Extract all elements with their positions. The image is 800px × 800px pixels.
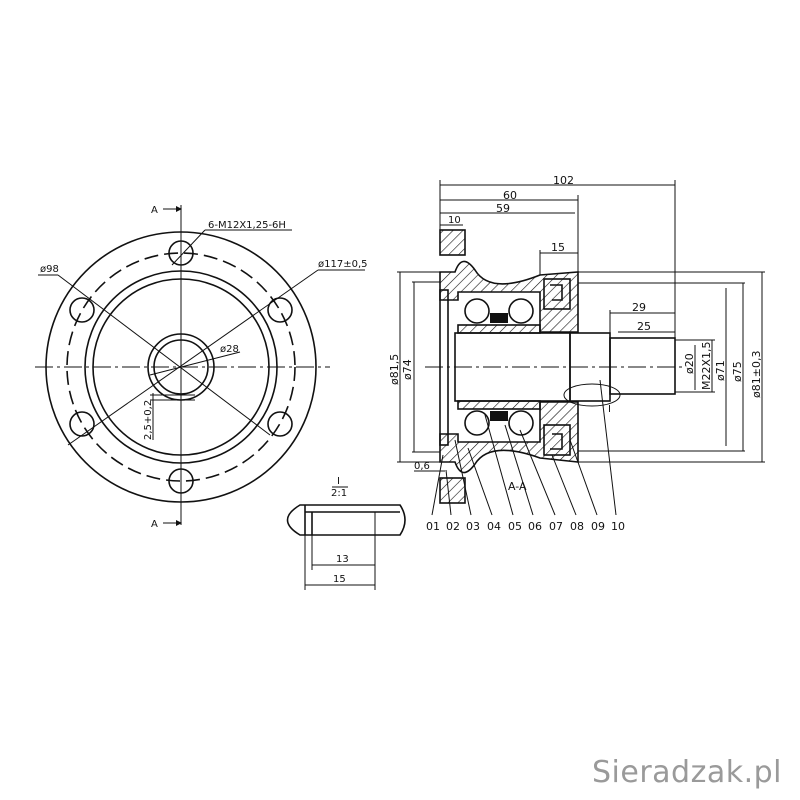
section-title: A-A	[508, 480, 527, 493]
shaft-stub	[609, 337, 676, 395]
dia-28-label: ø28	[220, 344, 239, 355]
seal-lip	[550, 433, 563, 450]
dim-60-label: 60	[503, 189, 517, 202]
part-number: 08	[570, 520, 584, 533]
cage	[490, 411, 508, 421]
flange-top	[439, 229, 466, 256]
watermark: Sieradzak.pl	[591, 755, 782, 790]
dia-98-label: ø98	[40, 264, 59, 275]
leader-dia-98	[57, 274, 271, 436]
flange-bottom	[439, 477, 466, 504]
cage	[490, 313, 508, 323]
dim-13-label: 13	[336, 554, 349, 565]
detail-scale: 2:1	[331, 488, 347, 499]
section-marker-top: A	[151, 205, 158, 216]
section-view: I 102 60 59 10 15 29 25 0,6 ø81,5 ø74	[388, 174, 765, 533]
bolt-circle	[66, 252, 296, 482]
bolt-holes	[69, 240, 293, 494]
ball-bearing	[508, 410, 534, 436]
bolt-hole	[267, 297, 293, 323]
part-number: 05	[508, 520, 522, 533]
section-marker-bottom: A	[151, 519, 158, 530]
dia-71-label: ø71	[714, 360, 727, 381]
leader-thread	[171, 229, 206, 266]
bolt-hole	[168, 240, 194, 266]
part-leaders	[431, 379, 617, 516]
cap-plate	[439, 289, 449, 446]
dim-10-label: 10	[448, 215, 461, 226]
dia-20-label: ø20	[683, 353, 696, 374]
dim-102-label: 102	[553, 174, 574, 187]
detail-label: I	[337, 476, 340, 487]
leader-dia-28	[149, 351, 241, 376]
dia-815-label: ø81,5	[388, 354, 401, 385]
seal-top	[543, 278, 571, 310]
leader-dia-117	[67, 269, 319, 446]
hub-ring-outer	[84, 270, 278, 464]
dim-15-label: 15	[551, 241, 565, 254]
part-number: 01	[426, 520, 440, 533]
bore-inner	[153, 339, 209, 395]
dim-25-label: 25	[637, 320, 651, 333]
dia-74-label: ø74	[401, 359, 414, 380]
bolt-hole	[69, 411, 95, 437]
inner-ring-top	[457, 324, 541, 334]
flange-outer-circle	[45, 231, 317, 503]
inner-ring-bottom	[457, 400, 541, 410]
detail-circle-marker	[563, 383, 621, 407]
dim-06-label: 0,6	[414, 461, 430, 472]
part-number: 03	[466, 520, 480, 533]
ball-bearing	[464, 410, 490, 436]
part-number: 04	[487, 520, 501, 533]
hub-ring-inner	[92, 278, 270, 456]
detail-view: I 2:1 13 15	[286, 476, 406, 590]
bolt-hole	[168, 468, 194, 494]
ball-bearing	[464, 298, 490, 324]
thread-m22-label: M22X1,5	[700, 341, 713, 390]
dim-59-label: 59	[496, 202, 510, 215]
seal-lip	[550, 284, 563, 301]
bolt-hole	[69, 297, 95, 323]
housing-top	[439, 260, 579, 333]
tolerance-25-label: 2,5+0,2	[143, 400, 154, 440]
part-number: 07	[549, 520, 563, 533]
bolt-hole	[267, 411, 293, 437]
part-number: 02	[446, 520, 460, 533]
dia-75-label: ø75	[731, 361, 744, 382]
part-numbers: 01 02 03 04 05 06 07 08 09 10	[426, 520, 625, 533]
part-number: 06	[528, 520, 542, 533]
dim-15-label: 15	[333, 574, 346, 585]
part-number: 10	[611, 520, 625, 533]
dia-81-label: ø81±0,3	[750, 351, 763, 398]
detail-outline	[286, 504, 406, 536]
front-view: A A 6-M12X1,25-6H ø98 ø117±0,5 ø28 2,5+0…	[35, 205, 368, 530]
thread-label: 6-M12X1,25-6H	[208, 220, 286, 231]
detail-marker: I	[608, 404, 611, 415]
ball-bearing	[508, 298, 534, 324]
dim-29-label: 29	[632, 301, 646, 314]
part-number: 09	[591, 520, 605, 533]
dia-117-label: ø117±0,5	[318, 259, 368, 270]
